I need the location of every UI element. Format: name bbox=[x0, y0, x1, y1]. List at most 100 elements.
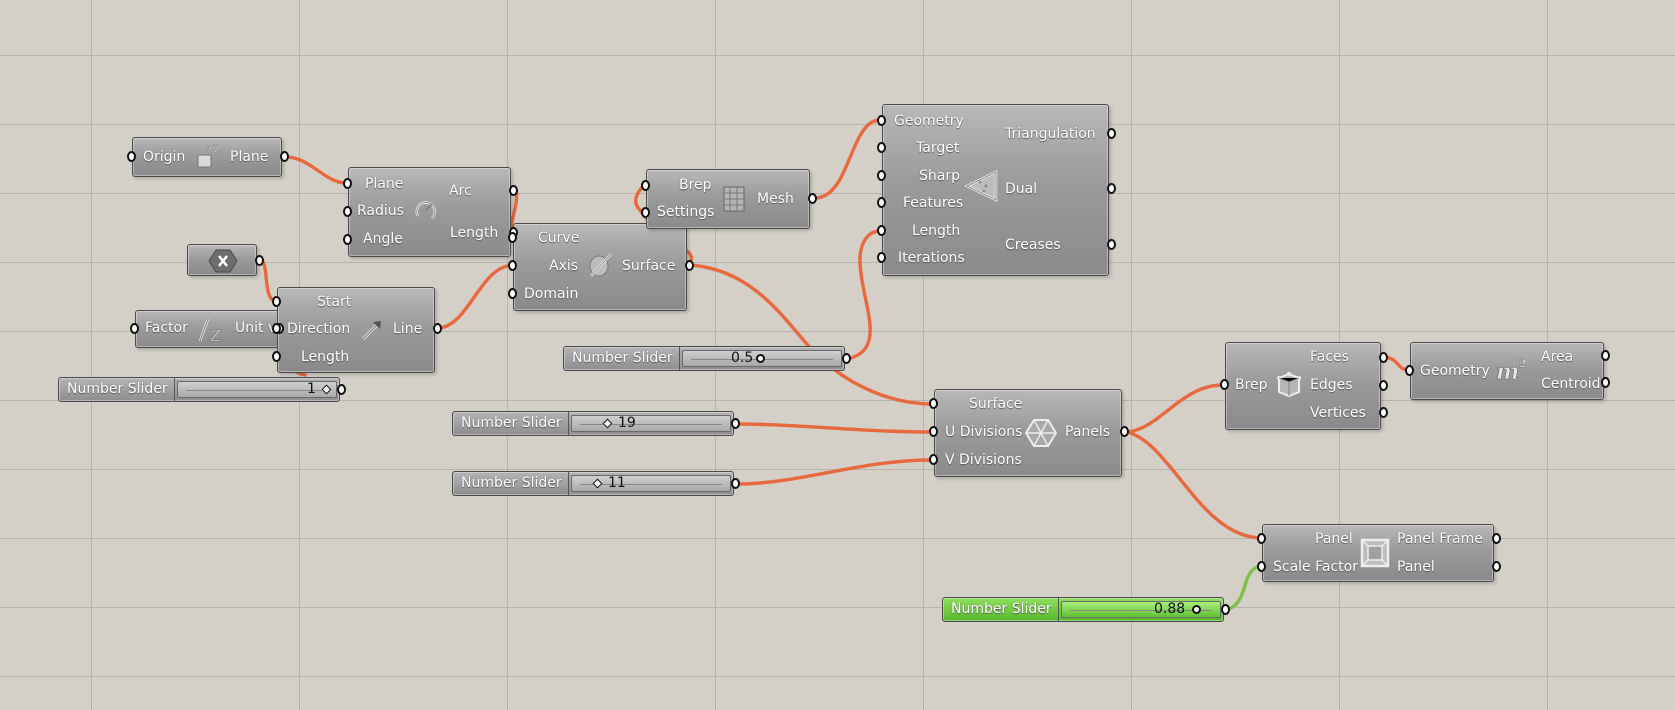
svg-text:2: 2 bbox=[1519, 357, 1527, 370]
port-mesh-brep-in[interactable] bbox=[641, 180, 650, 191]
number-slider-v-divisions[interactable]: Number Slider 11 bbox=[452, 471, 734, 496]
null-parameter-component[interactable] bbox=[187, 244, 257, 276]
slider-track[interactable] bbox=[1061, 601, 1221, 618]
port-slider-scale-out[interactable] bbox=[1221, 604, 1230, 615]
port-remesh-length-in[interactable] bbox=[877, 225, 886, 236]
arc-component[interactable]: Plane Radius Angle Arc Length bbox=[348, 167, 511, 257]
output-area: Area bbox=[1541, 349, 1574, 365]
port-unitz-factor-in[interactable] bbox=[130, 323, 139, 334]
port-dbrep-brep-in[interactable] bbox=[1220, 379, 1229, 390]
port-line-length-in[interactable] bbox=[272, 351, 281, 362]
unit-z-component[interactable]: Factor Z Unit vector bbox=[135, 310, 279, 348]
slider-track[interactable] bbox=[571, 415, 731, 432]
slider-grip[interactable] bbox=[756, 354, 765, 363]
input-length: Length bbox=[912, 223, 961, 239]
port-panels-surface-in[interactable] bbox=[929, 398, 938, 409]
wire-slider-to-remesh-length[interactable] bbox=[845, 229, 882, 361]
port-frame-panelframe-out[interactable] bbox=[1492, 533, 1501, 544]
wire-panels-to-panel[interactable] bbox=[1124, 430, 1264, 540]
area-component[interactable]: Geometry m 2 Area Centroid bbox=[1410, 342, 1604, 400]
input-axis: Axis bbox=[549, 258, 579, 274]
wire-panels-to-brep[interactable] bbox=[1124, 383, 1225, 434]
input-u-divisions: U Divisions bbox=[945, 424, 1023, 440]
port-arc-plane-in[interactable] bbox=[343, 178, 352, 189]
panel-frame-component[interactable]: Panel Scale Factor Panel Frame Panel bbox=[1262, 524, 1494, 582]
port-line-line-out[interactable] bbox=[433, 323, 442, 334]
port-remesh-target-in[interactable] bbox=[877, 142, 886, 153]
xz-plane-component[interactable]: Origin XZ Plane bbox=[132, 137, 282, 177]
port-remesh-dual-out[interactable] bbox=[1107, 183, 1116, 194]
slider-track[interactable] bbox=[571, 475, 731, 492]
port-remesh-iterations-in[interactable] bbox=[877, 252, 886, 263]
input-angle: Angle bbox=[363, 231, 403, 247]
slider-grip[interactable] bbox=[1192, 605, 1201, 614]
triangle-remesh-icon bbox=[964, 170, 998, 202]
port-null-out[interactable] bbox=[255, 255, 264, 266]
deconstruct-brep-component[interactable]: Brep Faces Edges Vertices bbox=[1225, 342, 1381, 430]
port-line-direction-in[interactable] bbox=[272, 323, 281, 334]
line-sdl-component[interactable]: Start Direction Length Line bbox=[277, 287, 435, 373]
port-rev-axis-in[interactable] bbox=[508, 260, 517, 271]
port-line-start-in[interactable] bbox=[272, 296, 281, 307]
port-mesh-mesh-out[interactable] bbox=[808, 193, 817, 204]
port-area-centroid-out[interactable] bbox=[1601, 377, 1610, 388]
panels-component[interactable]: Surface U Divisions V Divisions Panels bbox=[934, 389, 1122, 477]
port-slider-remesh-out[interactable] bbox=[842, 353, 851, 364]
port-frame-panel-out[interactable] bbox=[1492, 561, 1501, 572]
number-slider-scale-factor[interactable]: Number Slider 0.88 bbox=[942, 597, 1224, 622]
port-remesh-triangulation-out[interactable] bbox=[1107, 128, 1116, 139]
port-slider-v-out[interactable] bbox=[731, 478, 740, 489]
input-origin: Origin bbox=[143, 149, 186, 165]
wire-v-to-panels[interactable] bbox=[735, 458, 934, 486]
triremesh-component[interactable]: Geometry Target Sharp Features Length It… bbox=[882, 104, 1109, 276]
output-surface: Surface bbox=[622, 258, 676, 274]
port-arc-angle-in[interactable] bbox=[343, 234, 352, 245]
port-remesh-sharp-in[interactable] bbox=[877, 170, 886, 181]
port-arc-radius-in[interactable] bbox=[343, 206, 352, 217]
port-xz-origin-in[interactable] bbox=[127, 151, 136, 162]
port-slider-u-out[interactable] bbox=[731, 418, 740, 429]
number-slider-remesh-length[interactable]: Number Slider 0.5 bbox=[563, 346, 845, 371]
port-rev-domain-in[interactable] bbox=[508, 288, 517, 299]
port-rev-surface-out[interactable] bbox=[685, 260, 694, 271]
wire-line-to-axis[interactable] bbox=[437, 263, 516, 330]
input-domain: Domain bbox=[524, 286, 579, 302]
port-remesh-geometry-in[interactable] bbox=[877, 115, 886, 126]
port-remesh-features-in[interactable] bbox=[877, 197, 886, 208]
input-settings: Settings bbox=[657, 204, 715, 220]
port-dbrep-faces-out[interactable] bbox=[1379, 352, 1388, 363]
port-panels-u-in[interactable] bbox=[929, 426, 938, 437]
wire-surface-to-panels[interactable] bbox=[688, 263, 934, 406]
port-dbrep-edges-out[interactable] bbox=[1379, 380, 1388, 391]
output-plane: Plane bbox=[230, 149, 269, 165]
port-remesh-creases-out[interactable] bbox=[1107, 239, 1116, 250]
port-area-geometry-in[interactable] bbox=[1405, 365, 1414, 376]
input-brep: Brep bbox=[679, 177, 712, 193]
wire-mesh-to-geometry[interactable] bbox=[813, 118, 882, 200]
port-mesh-settings-in[interactable] bbox=[641, 207, 650, 218]
port-panels-panels-out[interactable] bbox=[1120, 426, 1129, 437]
port-panels-v-in[interactable] bbox=[929, 454, 938, 465]
wire-surface-to-brep[interactable] bbox=[634, 183, 694, 264]
port-slider-length-out[interactable] bbox=[337, 384, 346, 395]
input-length: Length bbox=[301, 349, 350, 365]
output-panels: Panels bbox=[1065, 424, 1111, 440]
port-rev-curve-in[interactable] bbox=[508, 232, 517, 243]
mesh-brep-component[interactable]: Brep Settings Mesh bbox=[646, 169, 810, 229]
wire-u-to-panels[interactable] bbox=[735, 422, 934, 434]
svg-text:XZ: XZ bbox=[207, 144, 221, 155]
port-frame-scale-in[interactable] bbox=[1257, 561, 1266, 572]
number-slider-u-divisions[interactable]: Number Slider 19 bbox=[452, 411, 734, 436]
port-area-area-out[interactable] bbox=[1601, 350, 1610, 361]
port-arc-arc-out[interactable] bbox=[509, 185, 518, 196]
port-dbrep-vertices-out[interactable] bbox=[1379, 407, 1388, 418]
number-slider-length[interactable]: Number Slider 1 bbox=[58, 377, 340, 402]
revolution-component[interactable]: Curve Axis Domain Surface bbox=[513, 223, 687, 311]
slider-track[interactable] bbox=[177, 381, 337, 398]
mesh-icon bbox=[723, 186, 745, 212]
wire-scale-slider-to-factor[interactable] bbox=[1227, 564, 1264, 611]
port-frame-panel-in[interactable] bbox=[1257, 533, 1266, 544]
wire-plane-to-arc[interactable] bbox=[284, 155, 348, 185]
port-xz-plane-out[interactable] bbox=[280, 151, 289, 162]
